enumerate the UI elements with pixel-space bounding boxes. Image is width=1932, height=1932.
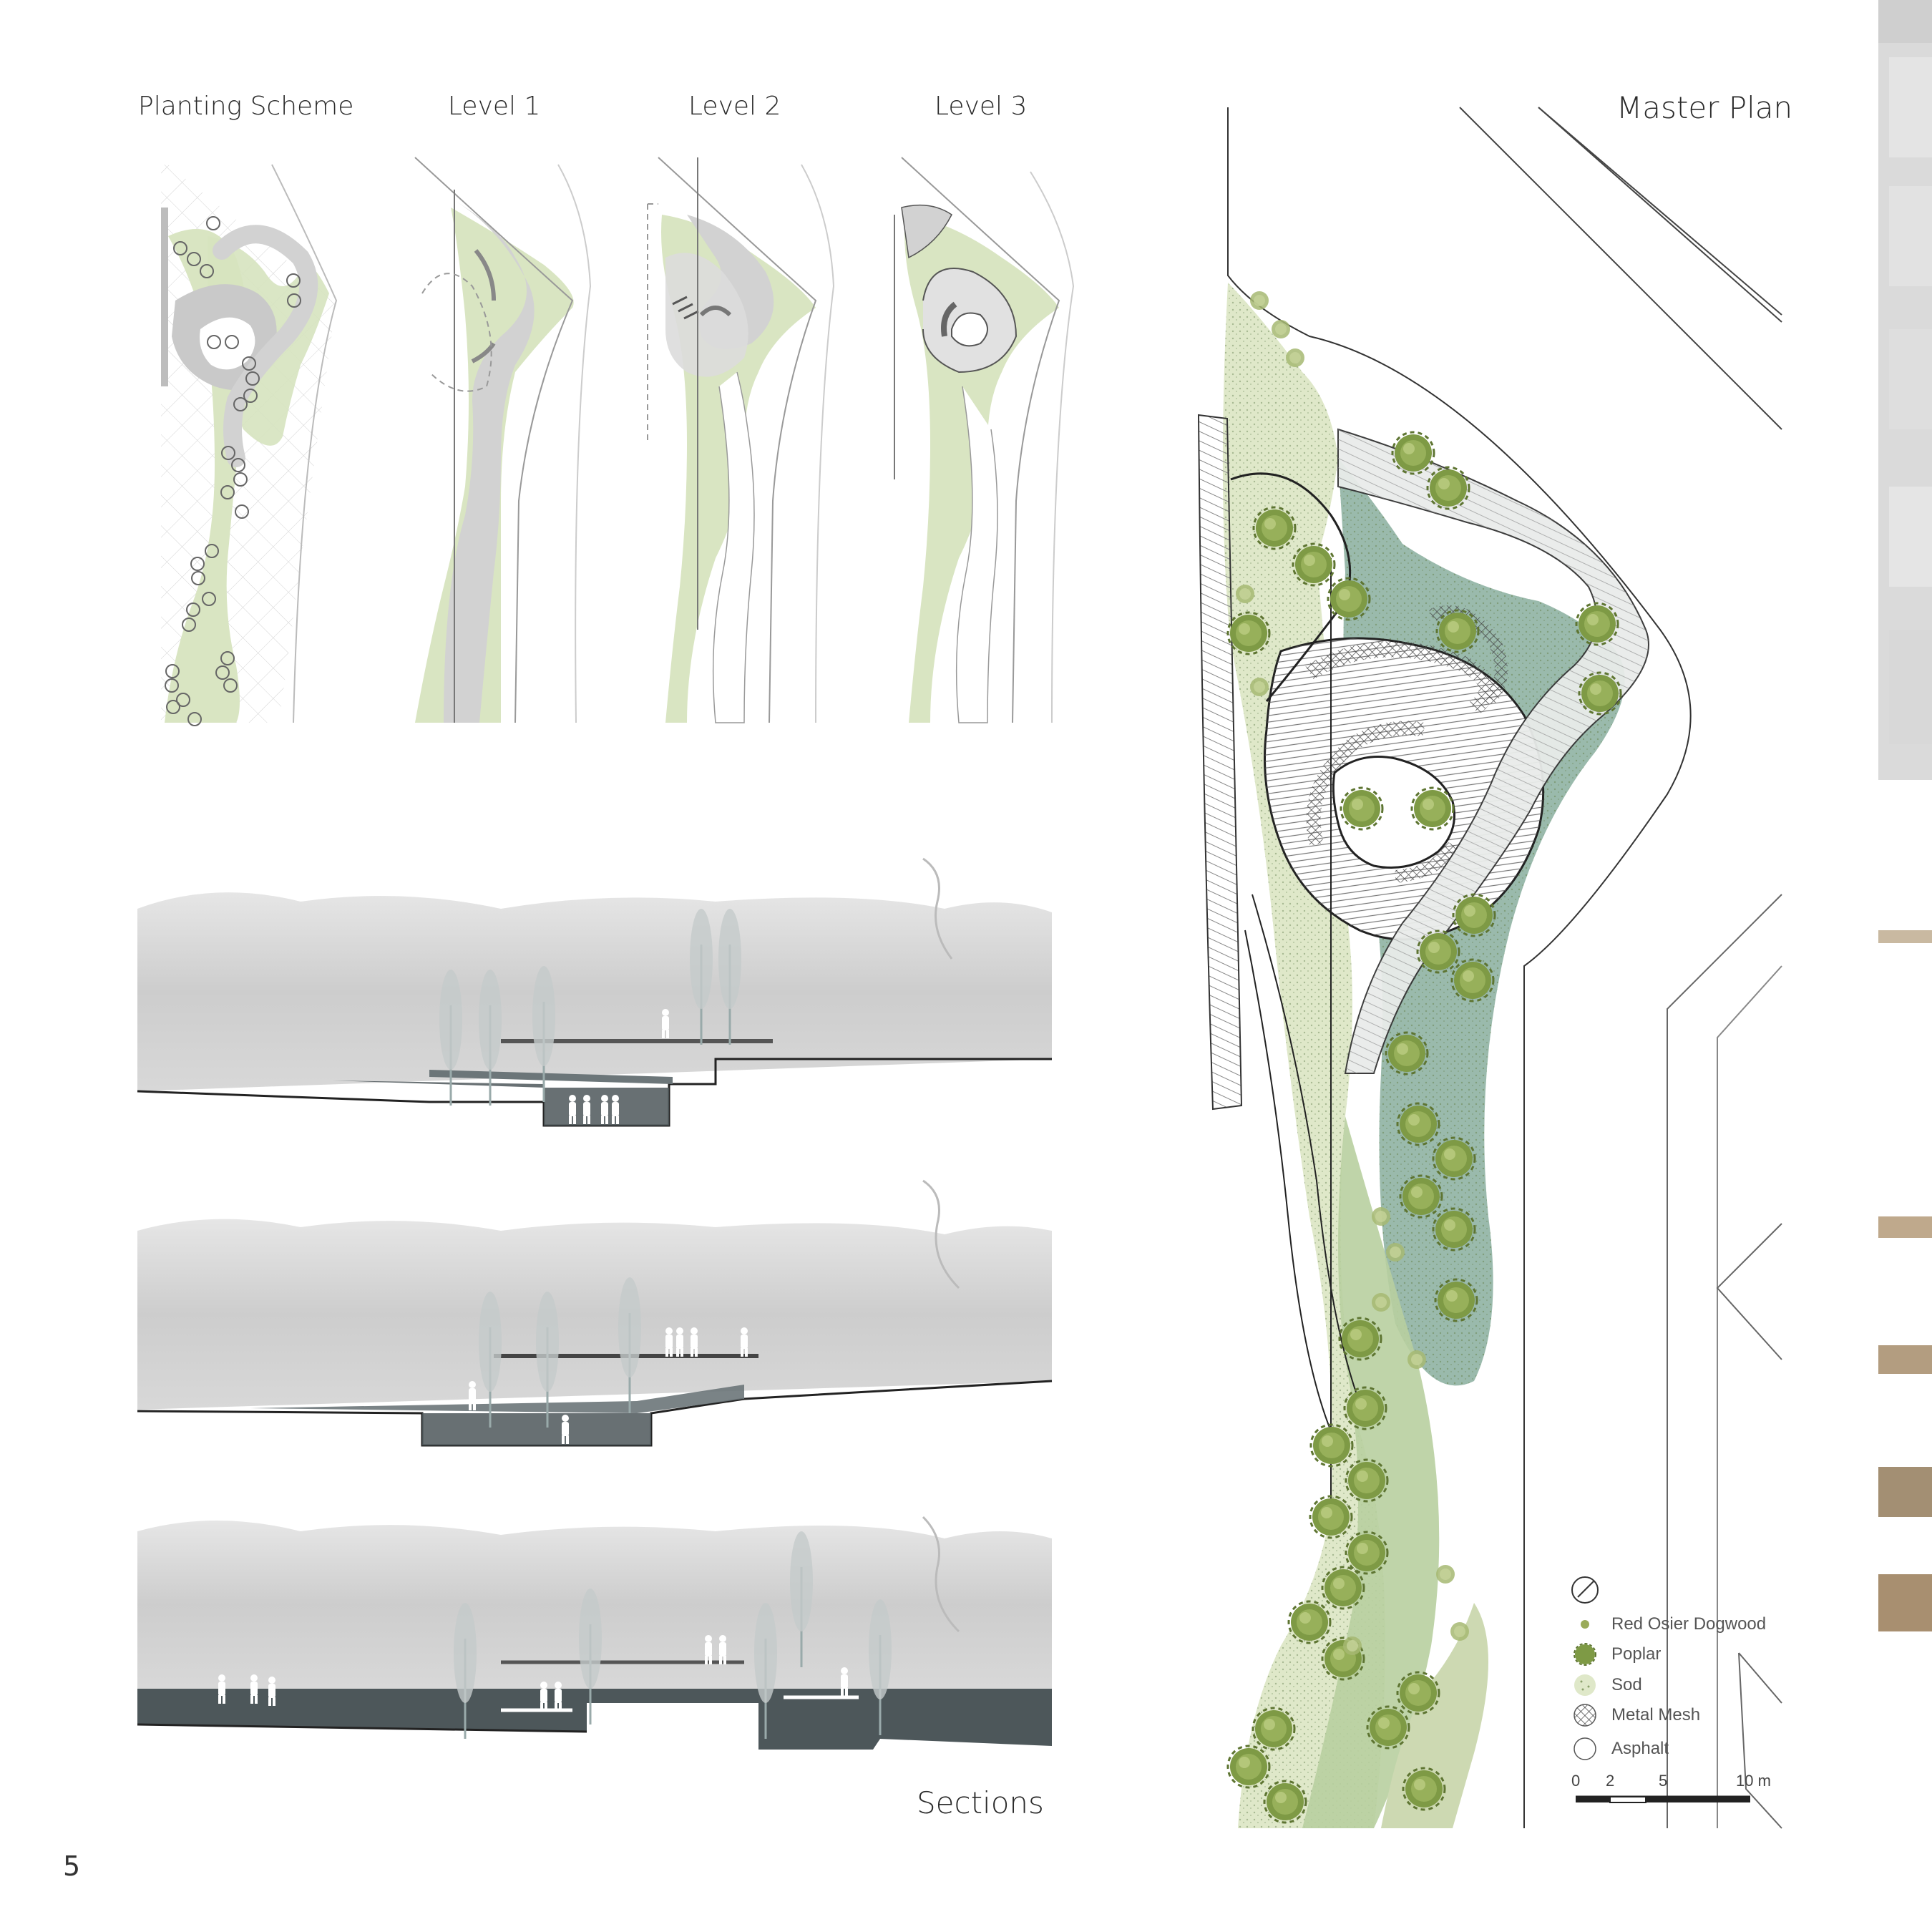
- legend-label: Poplar: [1611, 1644, 1662, 1664]
- level-2-title: Level 2: [688, 92, 781, 121]
- sod-icon: [1574, 1674, 1596, 1696]
- legend-item-mesh: Metal Mesh: [1573, 1703, 1700, 1727]
- legend-label: Red Osier Dogwood: [1611, 1614, 1767, 1634]
- planting-scheme-plan: [161, 164, 338, 726]
- legend-label: Sod: [1611, 1675, 1642, 1694]
- level-1-title: Level 1: [448, 92, 541, 121]
- scale-tick-10: 10 m: [1736, 1772, 1771, 1790]
- level-1-plan: [414, 157, 592, 723]
- legend-item-poplar: Poplar: [1573, 1642, 1661, 1667]
- mesh-icon: [1574, 1704, 1596, 1727]
- planting-scheme-title: Planting Scheme: [138, 92, 354, 121]
- master-plan-title: Master Plan: [1616, 90, 1793, 125]
- legend-label: Asphalt: [1611, 1739, 1669, 1758]
- scale-tick-2: 2: [1606, 1772, 1615, 1790]
- scale-tick-0: 0: [1571, 1772, 1581, 1790]
- poplar-icon: [1574, 1643, 1596, 1666]
- asphalt-icon: [1574, 1737, 1596, 1760]
- north-arrow-icon: [1571, 1576, 1599, 1604]
- sections-title: Sections: [917, 1785, 1044, 1820]
- section-2: [137, 1179, 1053, 1447]
- legend-item-asphalt: Asphalt: [1573, 1737, 1669, 1761]
- level-3-plan: [894, 157, 1075, 723]
- section-3: [137, 1516, 1052, 1754]
- legend-label: Metal Mesh: [1611, 1705, 1701, 1724]
- scale-tick-5: 5: [1659, 1772, 1668, 1790]
- side-photo-strip: [1878, 0, 1932, 1631]
- legend-item-dogwood: Red Osier Dogwood: [1573, 1612, 1766, 1636]
- dogwood-icon: [1581, 1620, 1589, 1629]
- page-number: 5: [63, 1850, 81, 1882]
- section-1: [137, 857, 1052, 1127]
- level-3-title: Level 3: [935, 92, 1028, 121]
- scale-bar: [1576, 1795, 1750, 1803]
- level-2-plan: [647, 157, 835, 723]
- legend-item-sod: Sod: [1573, 1673, 1642, 1697]
- master-plan: [1197, 107, 1782, 1829]
